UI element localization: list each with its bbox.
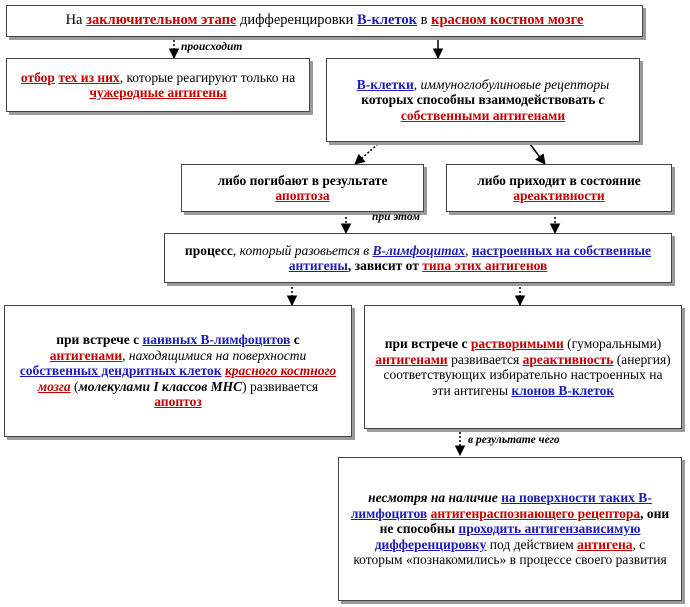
text: (анергия) соответствующих избирательно н… bbox=[383, 351, 671, 398]
highlight: собственных дендритных клеток bbox=[19, 363, 222, 379]
highlight: настроенных на собственные антигены bbox=[288, 242, 652, 274]
text: , которые реагируют только на bbox=[119, 69, 296, 85]
highlight: апоптоза bbox=[275, 188, 330, 203]
text: которых способны взаимодействовать bbox=[361, 92, 599, 108]
text: , bbox=[122, 347, 129, 363]
text: ) развивается bbox=[242, 378, 319, 394]
box-final-stage: На заключительном этапе дифференцировки … bbox=[6, 5, 643, 37]
highlight: антигенраспознающего рецептора bbox=[430, 505, 641, 521]
text: , зависит от bbox=[347, 258, 423, 273]
text: который разовьется в bbox=[239, 242, 370, 258]
text: либо приходит в состояние bbox=[477, 172, 641, 188]
highlight: ареактивность bbox=[522, 351, 614, 367]
highlight: наивных В-лимфоцитов bbox=[142, 332, 291, 348]
box-anergy: либо приходит в состояние ареактивности bbox=[446, 164, 672, 212]
highlight: на поверхности таких В-лимфоцитов bbox=[350, 490, 652, 521]
text: , они не способны bbox=[379, 505, 670, 537]
text: ( bbox=[70, 378, 79, 394]
highlight: типа этих антигенов bbox=[422, 258, 548, 273]
text: , с которым «познакомились» в процессе с… bbox=[353, 536, 667, 568]
highlight: чужеродные антигены bbox=[89, 85, 227, 100]
highlight: красного костного мозга bbox=[37, 363, 337, 394]
text: либо погибают в результате bbox=[217, 172, 388, 188]
box-bcells-receptors: В-клетки, иммуноглобулиновые рецепторы к… bbox=[326, 58, 640, 142]
highlight: растворимыми bbox=[470, 336, 564, 351]
text: молекулами I классов MHC bbox=[78, 378, 243, 394]
box-soluble-anergy: при встрече с растворимыми (гуморальными… bbox=[364, 305, 682, 429]
highlight: проходить антигензависимую дифференциров… bbox=[374, 521, 641, 552]
label-meanwhile: при этом bbox=[372, 211, 421, 223]
text: , bbox=[413, 76, 421, 92]
text: иммуноглобулиновые рецепторы bbox=[420, 76, 610, 92]
box-apoptosis: либо погибают в результате апоптоза bbox=[181, 164, 424, 212]
highlight: ареактивности bbox=[513, 188, 605, 203]
text: , bbox=[465, 242, 472, 258]
highlight: красном костном мозге bbox=[431, 12, 584, 29]
box-naive-apoptosis: при встрече с наивных В-лимфоцитов с ант… bbox=[4, 305, 352, 437]
box-process: процесс, который разовьется в В-лимфоцит… bbox=[164, 233, 672, 283]
highlight: собственными антигенами bbox=[400, 107, 566, 123]
text: процесс bbox=[184, 242, 233, 258]
text: находящимися на поверхности bbox=[128, 347, 307, 363]
text: развивается bbox=[447, 351, 523, 367]
highlight: антигена bbox=[577, 536, 633, 552]
text: с bbox=[290, 332, 300, 348]
highlight: тех из них bbox=[58, 69, 120, 85]
text: несмотря на наличие bbox=[368, 490, 498, 506]
text: при встрече с bbox=[384, 336, 471, 351]
text: На bbox=[65, 12, 87, 29]
text: под действием bbox=[486, 536, 578, 552]
highlight: клонов В-клеток bbox=[511, 382, 615, 398]
highlight: антигенами bbox=[49, 347, 123, 363]
label-occurs: происходит bbox=[181, 41, 243, 53]
box-selection: отбор тех из них, которые реагируют толь… bbox=[6, 58, 310, 112]
arrow-to-anergy bbox=[529, 143, 546, 165]
arrow-to-apoptosis bbox=[354, 143, 379, 165]
highlight: антигенами bbox=[375, 351, 448, 367]
text: дифференцировки bbox=[236, 12, 358, 29]
label-result: в результате чего bbox=[468, 434, 560, 446]
text: с bbox=[598, 92, 605, 108]
highlight: отбор bbox=[20, 69, 55, 85]
highlight: В-лимфоцитах bbox=[372, 242, 466, 258]
text: , bbox=[232, 242, 240, 258]
text: при встрече с bbox=[56, 332, 143, 348]
highlight: заключительном этапе bbox=[86, 12, 237, 29]
text: (гуморальными) bbox=[563, 336, 662, 351]
highlight: апоптоз bbox=[154, 394, 202, 410]
text: в bbox=[416, 12, 432, 29]
highlight: В-клетки bbox=[356, 76, 414, 92]
box-despite: несмотря на наличие на поверхности таких… bbox=[338, 457, 682, 601]
highlight: В-клеток bbox=[357, 12, 417, 29]
